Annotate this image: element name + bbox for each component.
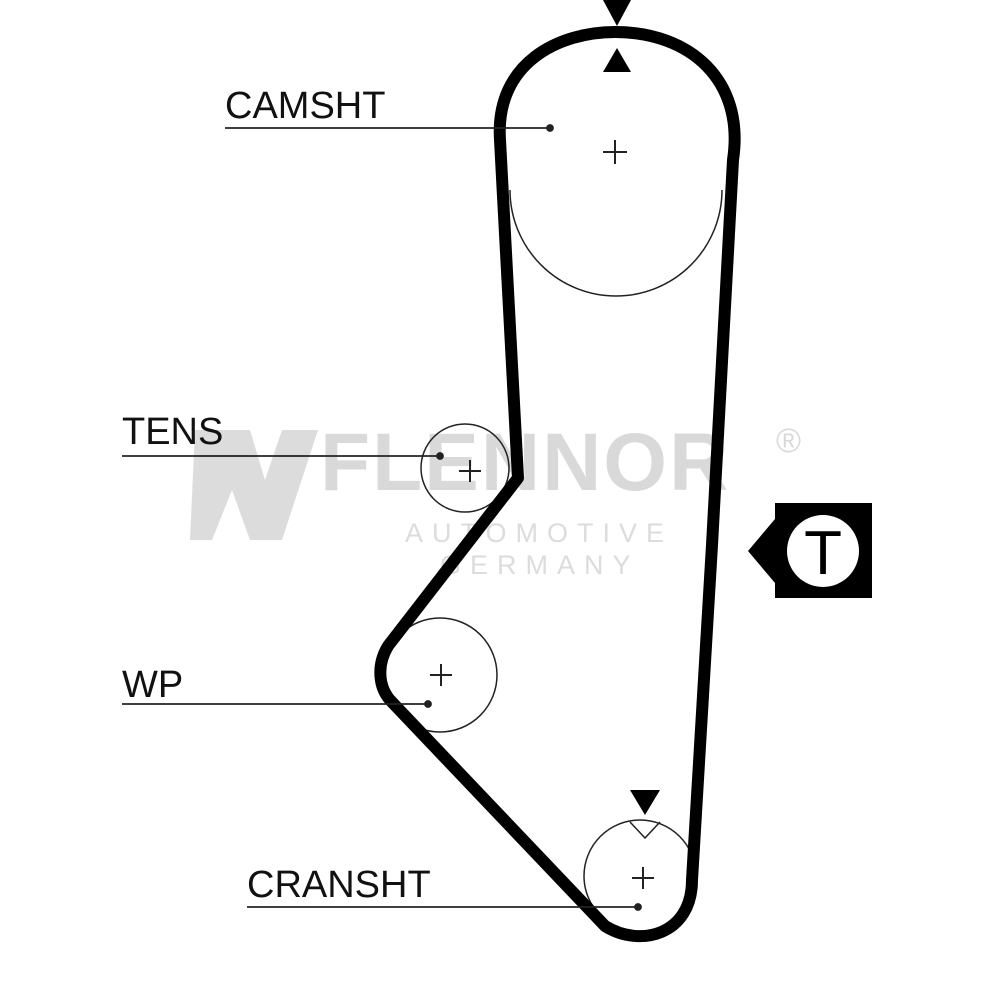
flennor-logo-mark xyxy=(190,430,318,540)
watermark-registered: ® xyxy=(776,422,801,460)
tensioner-center-mark xyxy=(459,460,481,482)
timing-belt xyxy=(374,26,741,943)
water-pump-label: WP xyxy=(122,664,183,706)
tensioner-pulley xyxy=(420,423,510,513)
crankshaft-timing-mark xyxy=(629,790,661,840)
tensioner-label: TENS xyxy=(122,411,223,453)
crankshaft-label: CRANSHT xyxy=(247,864,431,906)
camshaft-pulley xyxy=(509,189,723,297)
watermark-brand: FLENNOR xyxy=(320,417,730,508)
water-pump-center-mark xyxy=(430,664,452,686)
watermark-line2: GERMANY xyxy=(440,550,640,580)
watermark-line1: AUTOMOTIVE xyxy=(405,518,673,548)
camshaft-label: CAMSHT xyxy=(225,85,385,127)
tension-badge-letter: T xyxy=(804,519,842,588)
camshaft-timing-mark xyxy=(603,0,631,72)
flennor-watermark: FLENNOR ® AUTOMOTIVE GERMANY xyxy=(190,417,801,580)
camshaft-center-mark xyxy=(603,140,627,164)
tension-badge: T xyxy=(748,503,872,598)
crankshaft-center-mark xyxy=(632,867,654,889)
